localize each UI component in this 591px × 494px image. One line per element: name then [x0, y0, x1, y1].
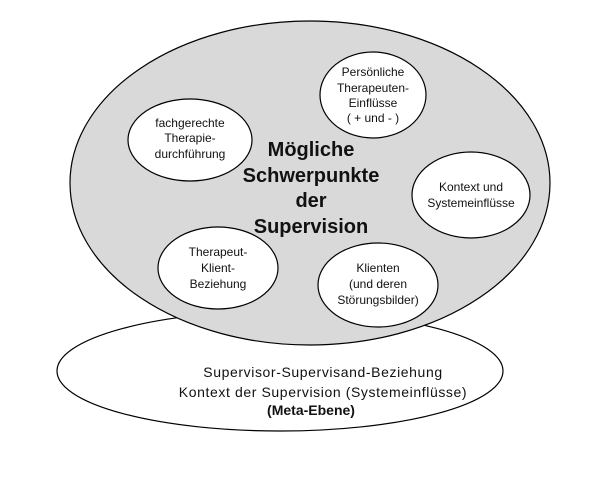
node-therapeut-klient-beziehung-line-1: Therapeut- — [189, 245, 248, 259]
node-therapeut-klient-beziehung-line-3: Beziehung — [190, 277, 247, 291]
node-kontext-systemeinfluesse: Kontext und Systemeinflüsse — [411, 151, 531, 239]
node-kontext-systemeinfluesse-line-2: Systemeinflüsse — [427, 196, 515, 210]
node-therapeut-klient-beziehung: Therapeut- Klient- Beziehung — [157, 226, 279, 310]
node-therapeuten-einfluesse-line-4: ( + und - ) — [347, 111, 399, 125]
node-klienten-line-2: (und deren — [349, 277, 407, 291]
center-label-line-4: Supervision — [254, 216, 368, 238]
center-label-line-3: der — [295, 190, 326, 212]
meta-level-label: Supervisor-Supervisand-Beziehung Kontext… — [179, 364, 467, 418]
center-label: Mögliche Schwerpunkte der Supervision — [243, 139, 380, 238]
node-klienten: Klienten (und deren Störungsbilder) — [317, 242, 439, 328]
node-therapeuten-einfluesse: Persönliche Therapeuten- Einflüsse ( + u… — [319, 51, 427, 139]
node-therapeut-klient-beziehung-line-2: Klient- — [201, 261, 235, 275]
node-therapiedurchfuehrung-line-3: durchführung — [155, 147, 226, 161]
node-therapiedurchfuehrung: fachgerechte Therapie- durchführung — [127, 98, 253, 182]
meta-level-line-2: Kontext der Supervision (Systemeinflüsse… — [179, 384, 467, 400]
node-klienten-line-1: Klienten — [356, 261, 399, 275]
node-therapeuten-einfluesse-line-2: Therapeuten- — [337, 81, 409, 95]
node-therapeuten-einfluesse-line-1: Persönliche — [342, 65, 405, 79]
node-therapiedurchfuehrung-line-1: fachgerechte — [155, 116, 225, 130]
center-label-line-2: Schwerpunkte — [243, 165, 380, 187]
node-therapeuten-einfluesse-line-3: Einflüsse — [349, 96, 398, 110]
node-therapiedurchfuehrung-line-2: Therapie- — [164, 131, 215, 145]
node-klienten-line-3: Störungsbilder) — [337, 293, 418, 307]
meta-level-line-1: Supervisor-Supervisand-Beziehung — [203, 364, 442, 380]
center-label-line-1: Mögliche — [268, 139, 355, 161]
meta-level-line-3: (Meta-Ebene) — [267, 402, 355, 418]
node-kontext-systemeinfluesse-line-1: Kontext und — [439, 180, 503, 194]
